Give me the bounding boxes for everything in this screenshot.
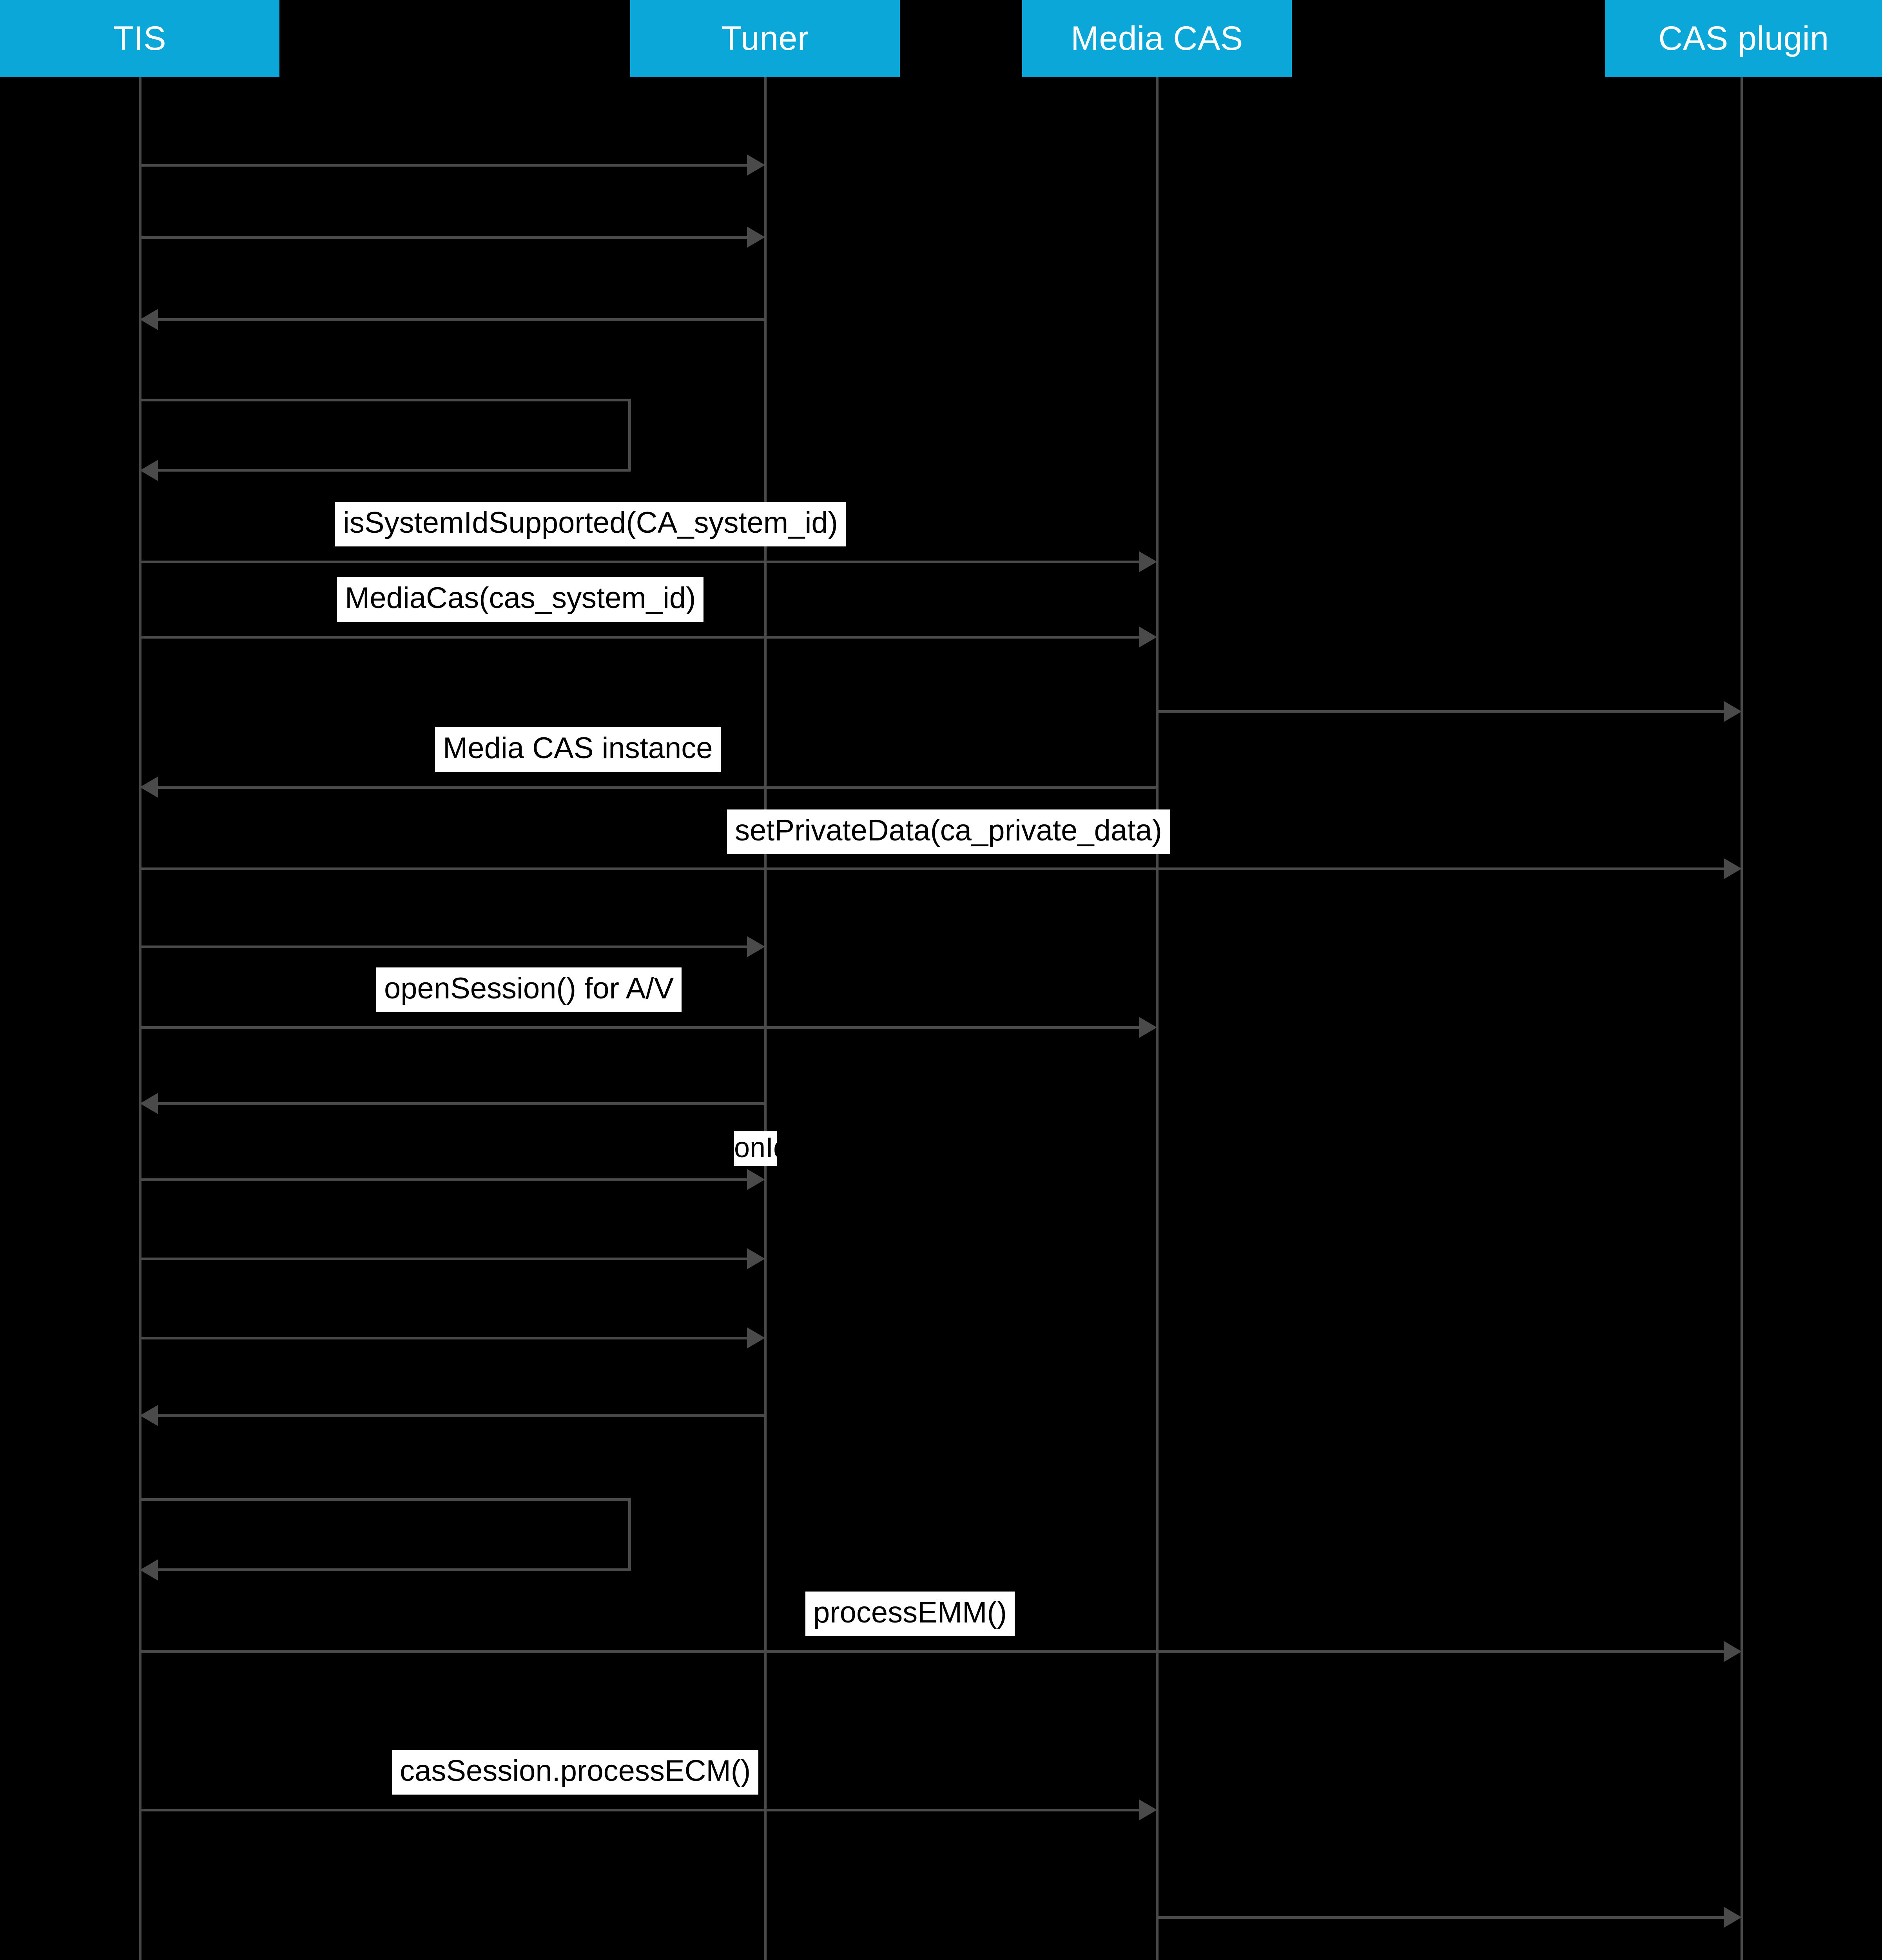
message-label-9: setPrivateData(ca_private_data) bbox=[727, 809, 1170, 854]
arrowhead-right-10 bbox=[747, 936, 765, 957]
participant-header-tis[interactable]: TIS bbox=[0, 0, 279, 77]
message-line-8 bbox=[158, 786, 1157, 789]
participant-header-tuner[interactable]: Tuner bbox=[630, 0, 900, 77]
arrowhead-right-9 bbox=[1724, 858, 1742, 879]
arrowhead-right-14 bbox=[747, 1248, 765, 1269]
arrowhead-right-7 bbox=[1724, 701, 1742, 722]
message-line-9 bbox=[140, 867, 1724, 870]
message-line-10 bbox=[140, 946, 747, 948]
arrowhead-left-3 bbox=[140, 309, 158, 330]
message-line-6 bbox=[140, 636, 1139, 639]
participant-header-casplugin-label: CAS plugin bbox=[1658, 20, 1829, 57]
message-line-5 bbox=[140, 561, 1139, 563]
selfloop-side-17 bbox=[628, 1498, 631, 1568]
message-line-16 bbox=[158, 1414, 765, 1417]
participant-header-mediacas-label: Media CAS bbox=[1071, 20, 1243, 57]
selfloop-bottom-4 bbox=[158, 469, 631, 472]
arrowhead-right-20 bbox=[1724, 1907, 1742, 1928]
selfloop-side-4 bbox=[628, 399, 631, 469]
message-line-1 bbox=[140, 164, 747, 167]
lifeline-mediacas bbox=[1156, 77, 1159, 1960]
participant-header-tis-label: TIS bbox=[113, 20, 167, 57]
arrowhead-right-13 bbox=[747, 1169, 765, 1190]
message-line-19 bbox=[140, 1809, 1139, 1811]
lifeline-tis bbox=[139, 77, 141, 1960]
message-line-14 bbox=[140, 1258, 747, 1260]
message-label-18: processEMM() bbox=[805, 1592, 1015, 1636]
message-label-11: openSession() for A/V bbox=[376, 967, 682, 1012]
arrowhead-left-17 bbox=[140, 1559, 158, 1581]
arrowhead-right-19 bbox=[1139, 1799, 1157, 1820]
message-label-13: onId bbox=[734, 1131, 777, 1166]
message-line-18 bbox=[140, 1650, 1724, 1653]
message-label-5: isSystemIdSupported(CA_system_id) bbox=[335, 502, 846, 546]
message-line-3 bbox=[158, 318, 765, 321]
message-line-15 bbox=[140, 1337, 747, 1339]
message-line-13 bbox=[140, 1178, 747, 1181]
arrowhead-right-1 bbox=[747, 154, 765, 176]
message-line-20 bbox=[1157, 1916, 1724, 1919]
arrowhead-right-18 bbox=[1724, 1641, 1742, 1662]
arrowhead-right-5 bbox=[1139, 551, 1157, 572]
message-line-11 bbox=[140, 1026, 1139, 1029]
arrowhead-right-2 bbox=[747, 227, 765, 248]
message-line-12 bbox=[158, 1102, 765, 1105]
participant-header-mediacas[interactable]: Media CAS bbox=[1022, 0, 1292, 77]
arrowhead-left-4 bbox=[140, 460, 158, 481]
arrowhead-right-15 bbox=[747, 1327, 765, 1348]
arrowhead-right-6 bbox=[1139, 626, 1157, 648]
participant-header-tuner-label: Tuner bbox=[721, 20, 809, 57]
arrowhead-right-11 bbox=[1139, 1017, 1157, 1038]
lifeline-tuner bbox=[764, 77, 767, 1960]
message-selfloop-4[interactable] bbox=[140, 399, 631, 481]
message-selfloop-17[interactable] bbox=[140, 1498, 631, 1581]
selfloop-top-4 bbox=[140, 399, 631, 401]
message-line-2 bbox=[140, 236, 747, 239]
lifeline-casplugin bbox=[1741, 77, 1743, 1960]
arrowhead-left-16 bbox=[140, 1405, 158, 1426]
message-line-7 bbox=[1157, 710, 1724, 713]
selfloop-bottom-17 bbox=[158, 1568, 631, 1571]
arrowhead-left-12 bbox=[140, 1093, 158, 1114]
participant-header-casplugin[interactable]: CAS plugin bbox=[1605, 0, 1882, 77]
message-label-6: MediaCas(cas_system_id) bbox=[337, 577, 704, 622]
arrowhead-left-8 bbox=[140, 777, 158, 798]
selfloop-top-17 bbox=[140, 1498, 631, 1501]
message-label-8: Media CAS instance bbox=[435, 727, 721, 772]
message-label-19: casSession.processECM() bbox=[392, 1750, 759, 1795]
